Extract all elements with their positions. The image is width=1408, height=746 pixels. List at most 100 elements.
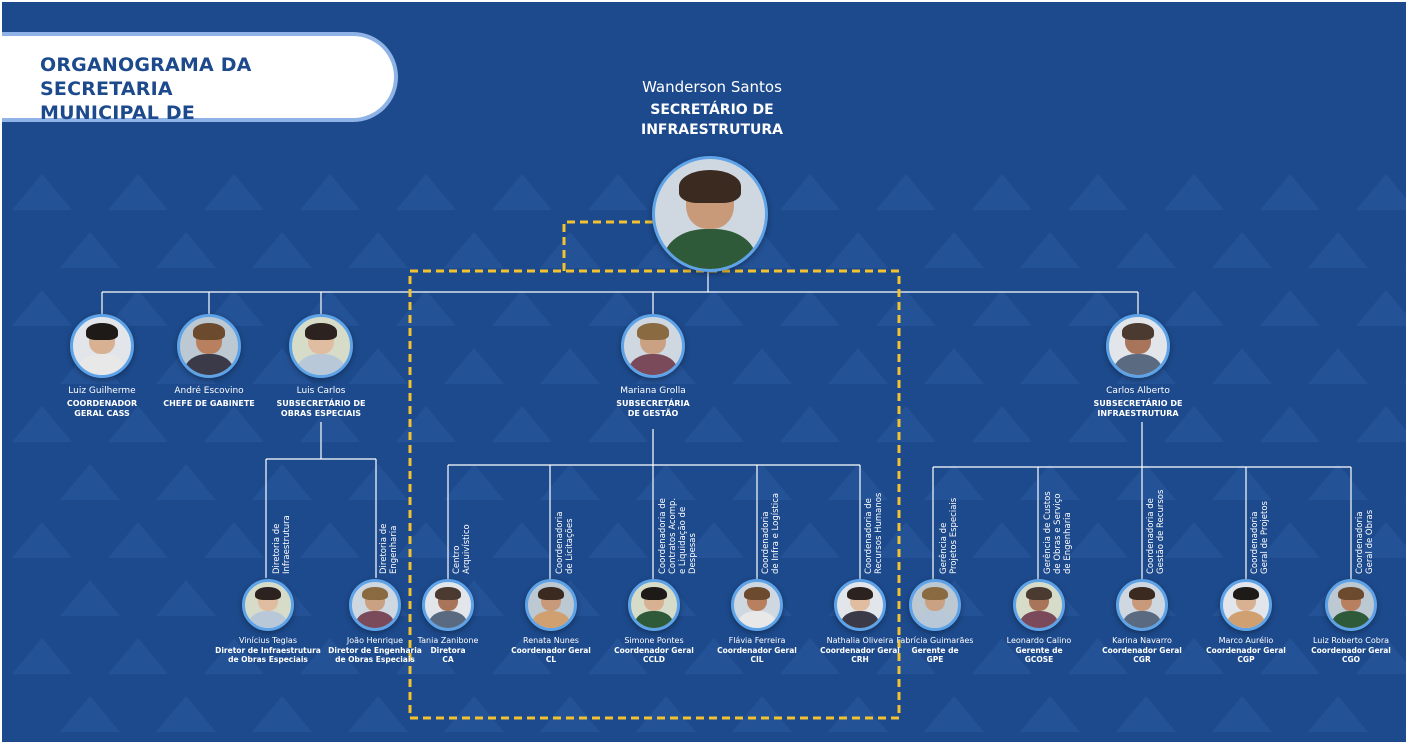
background-triangle bbox=[1164, 290, 1224, 326]
title-banner: ORGANOGRAMA DA SECRETARIA MUNICIPAL DE I… bbox=[2, 36, 394, 148]
background-triangle bbox=[972, 174, 1032, 210]
avatar-torso bbox=[355, 611, 395, 628]
background-triangle bbox=[1260, 522, 1320, 558]
background-triangle bbox=[924, 464, 984, 500]
background-triangle bbox=[444, 464, 504, 500]
avatar-hair bbox=[192, 322, 226, 341]
avatar-torso bbox=[1331, 611, 1371, 628]
background-triangle bbox=[12, 290, 72, 326]
level1-avatar bbox=[70, 314, 134, 378]
level3-avatar bbox=[731, 579, 783, 631]
level3-role: Coordenador Geral CIL bbox=[717, 646, 797, 664]
background-triangle bbox=[108, 522, 168, 558]
background-triangle bbox=[1020, 232, 1080, 268]
avatar-hair bbox=[1338, 586, 1364, 601]
avatar-torso bbox=[1113, 354, 1163, 375]
level3-role: Coordenador Geral CL bbox=[511, 646, 591, 664]
avatar-hair bbox=[1026, 586, 1052, 601]
level3-avatar bbox=[525, 579, 577, 631]
background-triangle bbox=[396, 174, 456, 210]
background-triangle bbox=[1404, 497, 1406, 500]
background-triangle bbox=[780, 638, 840, 674]
background-triangle bbox=[1116, 696, 1176, 732]
level1-name: Luiz Guilherme bbox=[68, 386, 136, 396]
background-triangle bbox=[12, 638, 72, 674]
background-triangle bbox=[1260, 406, 1320, 442]
background-triangle bbox=[300, 638, 360, 674]
level3-name: Karina Navarro bbox=[1112, 636, 1172, 645]
background-triangle bbox=[1404, 729, 1406, 732]
unit-label: Gerência de Projetos Especiais bbox=[939, 497, 959, 574]
background-triangle bbox=[492, 638, 552, 674]
avatar-torso bbox=[1226, 611, 1266, 628]
background-triangle bbox=[732, 464, 792, 500]
background-triangle bbox=[156, 464, 216, 500]
background-triangle bbox=[828, 232, 888, 268]
level3-role: Coordenador Geral CGR bbox=[1102, 646, 1182, 664]
background-triangle bbox=[972, 290, 1032, 326]
avatar-hair bbox=[85, 322, 119, 341]
level3-name: Simone Pontes bbox=[624, 636, 684, 645]
level3-name: Nathalia Oliveira bbox=[826, 636, 894, 645]
background-triangle bbox=[780, 174, 840, 210]
background-triangle bbox=[876, 638, 936, 674]
background-triangle bbox=[108, 406, 168, 442]
level3-avatar bbox=[1220, 579, 1272, 631]
background-triangle bbox=[492, 174, 552, 210]
background-triangle bbox=[1164, 522, 1224, 558]
background-triangle bbox=[1068, 406, 1128, 442]
avatar-hair bbox=[362, 586, 388, 601]
background-triangle bbox=[1260, 290, 1320, 326]
avatar-hair bbox=[435, 586, 461, 601]
background-triangle bbox=[156, 232, 216, 268]
background-triangle bbox=[1356, 290, 1406, 326]
background-triangle bbox=[252, 348, 312, 384]
background-triangle bbox=[1068, 174, 1128, 210]
background-triangle bbox=[684, 638, 744, 674]
background-triangle bbox=[780, 290, 840, 326]
background-triangle bbox=[924, 232, 984, 268]
background-triangle bbox=[12, 522, 72, 558]
level3-avatar bbox=[909, 579, 961, 631]
background-triangle bbox=[1404, 613, 1406, 616]
background-triangle bbox=[1164, 174, 1224, 210]
background-triangle bbox=[684, 406, 744, 442]
background-triangle bbox=[1020, 464, 1080, 500]
avatar-torso bbox=[531, 611, 571, 628]
background-triangle bbox=[972, 406, 1032, 442]
background-triangle bbox=[60, 580, 120, 616]
background-triangle bbox=[1308, 464, 1368, 500]
avatar-hair bbox=[744, 586, 770, 601]
background-triangle bbox=[1212, 348, 1272, 384]
avatar-torso bbox=[296, 354, 346, 375]
background-triangle bbox=[348, 464, 408, 500]
secretary-avatar bbox=[652, 156, 768, 272]
level3-avatar bbox=[349, 579, 401, 631]
level1-avatar bbox=[621, 314, 685, 378]
avatar-hair bbox=[1129, 586, 1155, 601]
background-triangle bbox=[348, 348, 408, 384]
level3-avatar bbox=[1325, 579, 1377, 631]
avatar-hair bbox=[538, 586, 564, 601]
background-triangle bbox=[1020, 348, 1080, 384]
secretary-role: SECRETÁRIO DE INFRAESTRUTURA bbox=[641, 102, 783, 138]
unit-label: Coordenadoria Geral de Projetos bbox=[1250, 501, 1270, 574]
level1-role: SUBSECRETÁRIO DE OBRAS ESPECIAIS bbox=[276, 399, 366, 418]
background-triangle bbox=[684, 522, 744, 558]
background-triangle bbox=[1068, 638, 1128, 674]
background-triangle bbox=[1308, 348, 1368, 384]
background-triangle bbox=[492, 522, 552, 558]
level3-avatar bbox=[1116, 579, 1168, 631]
level3-role: Diretor de Engenharia de Obras Especiais bbox=[328, 646, 422, 664]
level3-name: Luiz Roberto Cobra bbox=[1312, 636, 1390, 645]
avatar-torso bbox=[737, 611, 777, 628]
level3-name: Marco Aurélio bbox=[1218, 636, 1274, 645]
level3-avatar bbox=[1013, 579, 1065, 631]
background-triangle bbox=[204, 638, 264, 674]
level3-role: Diretor de Infraestrutura de Obras Espec… bbox=[215, 646, 321, 664]
level1-role: COORDENADOR GERAL CASS bbox=[66, 399, 138, 418]
background-triangle bbox=[348, 696, 408, 732]
background-triangle bbox=[156, 696, 216, 732]
background-triangle bbox=[108, 290, 168, 326]
